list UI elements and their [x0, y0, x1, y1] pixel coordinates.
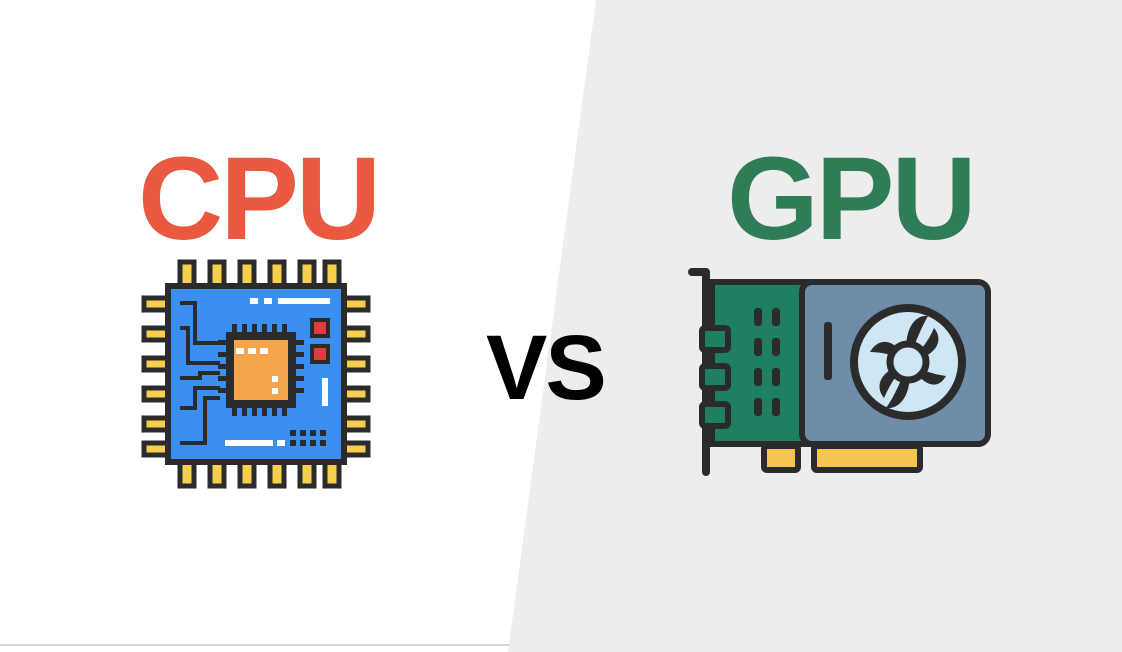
vs-label: VS — [486, 317, 607, 419]
cpu-chip-icon — [141, 259, 371, 489]
cpu-title: CPU — [138, 133, 381, 265]
bottom-divider — [0, 644, 510, 646]
graphics-card-icon — [688, 268, 991, 476]
gpu-title: GPU — [727, 133, 977, 265]
